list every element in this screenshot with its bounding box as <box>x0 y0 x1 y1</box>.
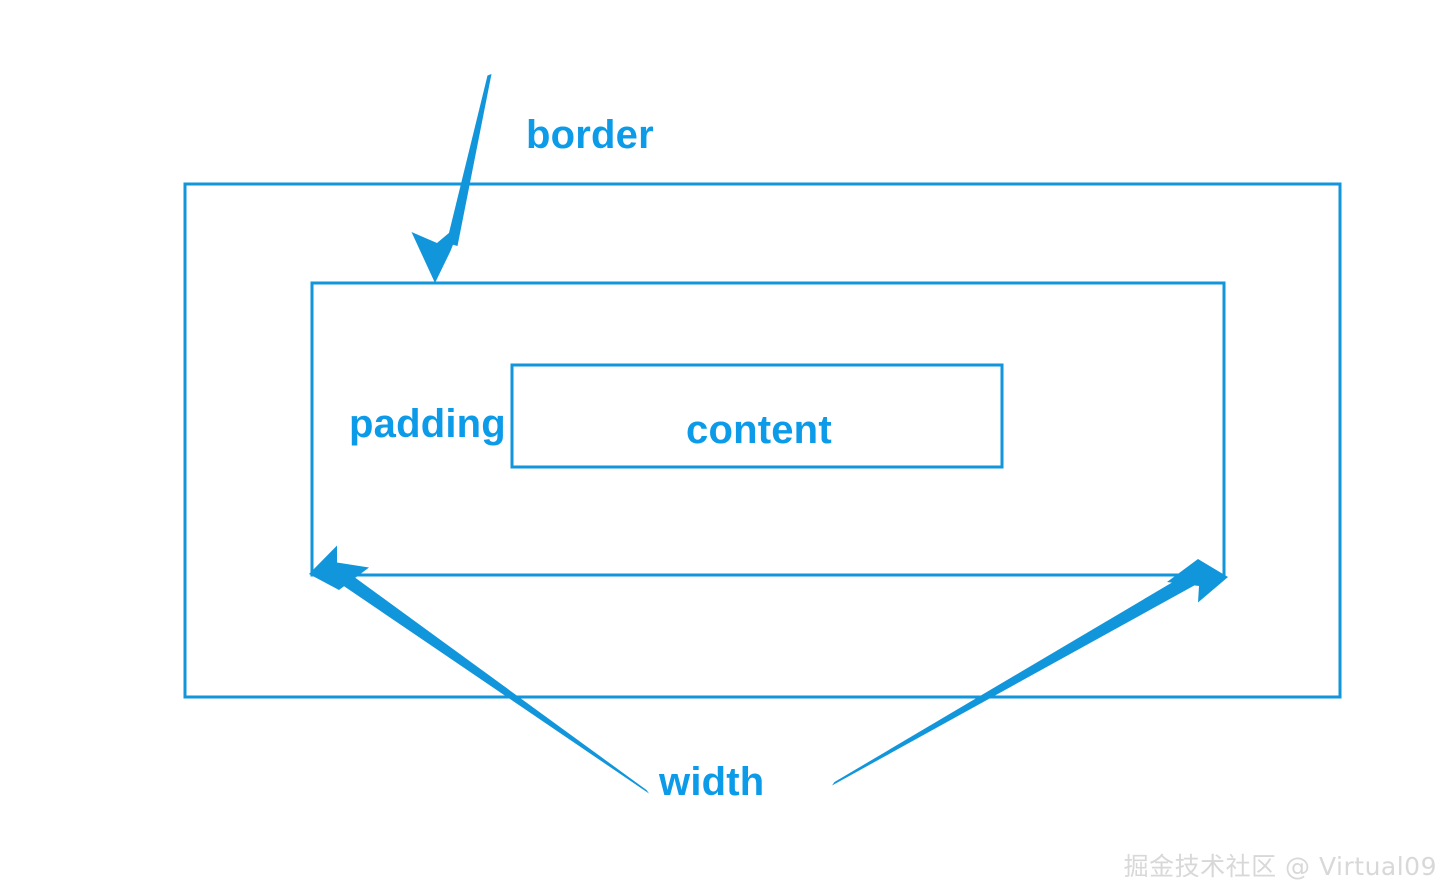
content-box <box>510 363 1004 469</box>
content-label: content <box>686 408 832 452</box>
width-arrow-right-icon <box>832 559 1228 786</box>
border-arrow-icon <box>411 74 492 283</box>
padding-label: padding <box>349 402 506 446</box>
border-box <box>183 182 1342 699</box>
padding-box <box>310 281 1226 577</box>
width-label: width <box>658 760 764 804</box>
watermark: 掘金技术社区 @ Virtual09 <box>1123 852 1437 881</box>
border-label: border <box>526 113 654 157</box>
width-arrow-left-icon <box>309 545 649 794</box>
